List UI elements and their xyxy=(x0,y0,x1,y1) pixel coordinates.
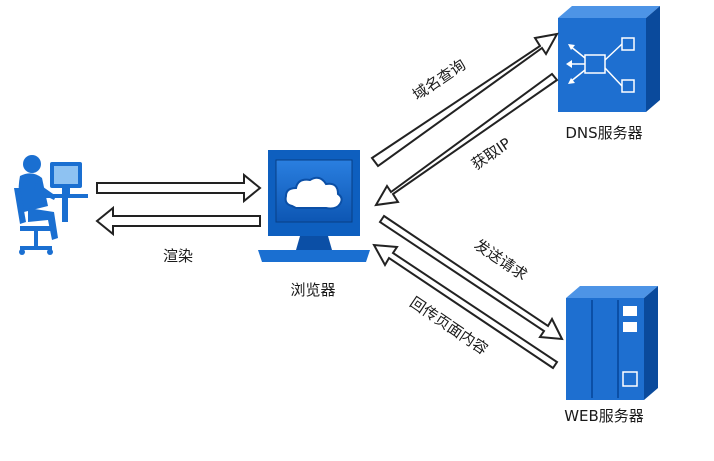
web-server-icon xyxy=(566,286,658,400)
dns-server-icon xyxy=(558,6,660,112)
send-request-arrow xyxy=(378,214,564,341)
dns-query-arrow xyxy=(370,32,559,168)
dns-query-label: 域名查询 xyxy=(409,56,469,104)
return-page-arrow xyxy=(372,243,559,370)
render-label: 渲染 xyxy=(163,247,193,265)
web-server-label: WEB服务器 xyxy=(564,407,644,425)
dns-server-label: DNS服务器 xyxy=(565,124,642,142)
user-to-browser-arrow xyxy=(96,172,262,204)
return-page-label: 回传页面内容 xyxy=(406,293,491,358)
render-arrow xyxy=(95,205,261,237)
send-request-label: 发送请求 xyxy=(471,236,531,284)
get-ip-label: 获取IP xyxy=(468,134,514,173)
browser-icon xyxy=(258,150,370,262)
get-ip-arrow xyxy=(374,72,559,207)
browser-label: 浏览器 xyxy=(290,281,335,299)
user-at-computer-icon xyxy=(14,155,88,255)
